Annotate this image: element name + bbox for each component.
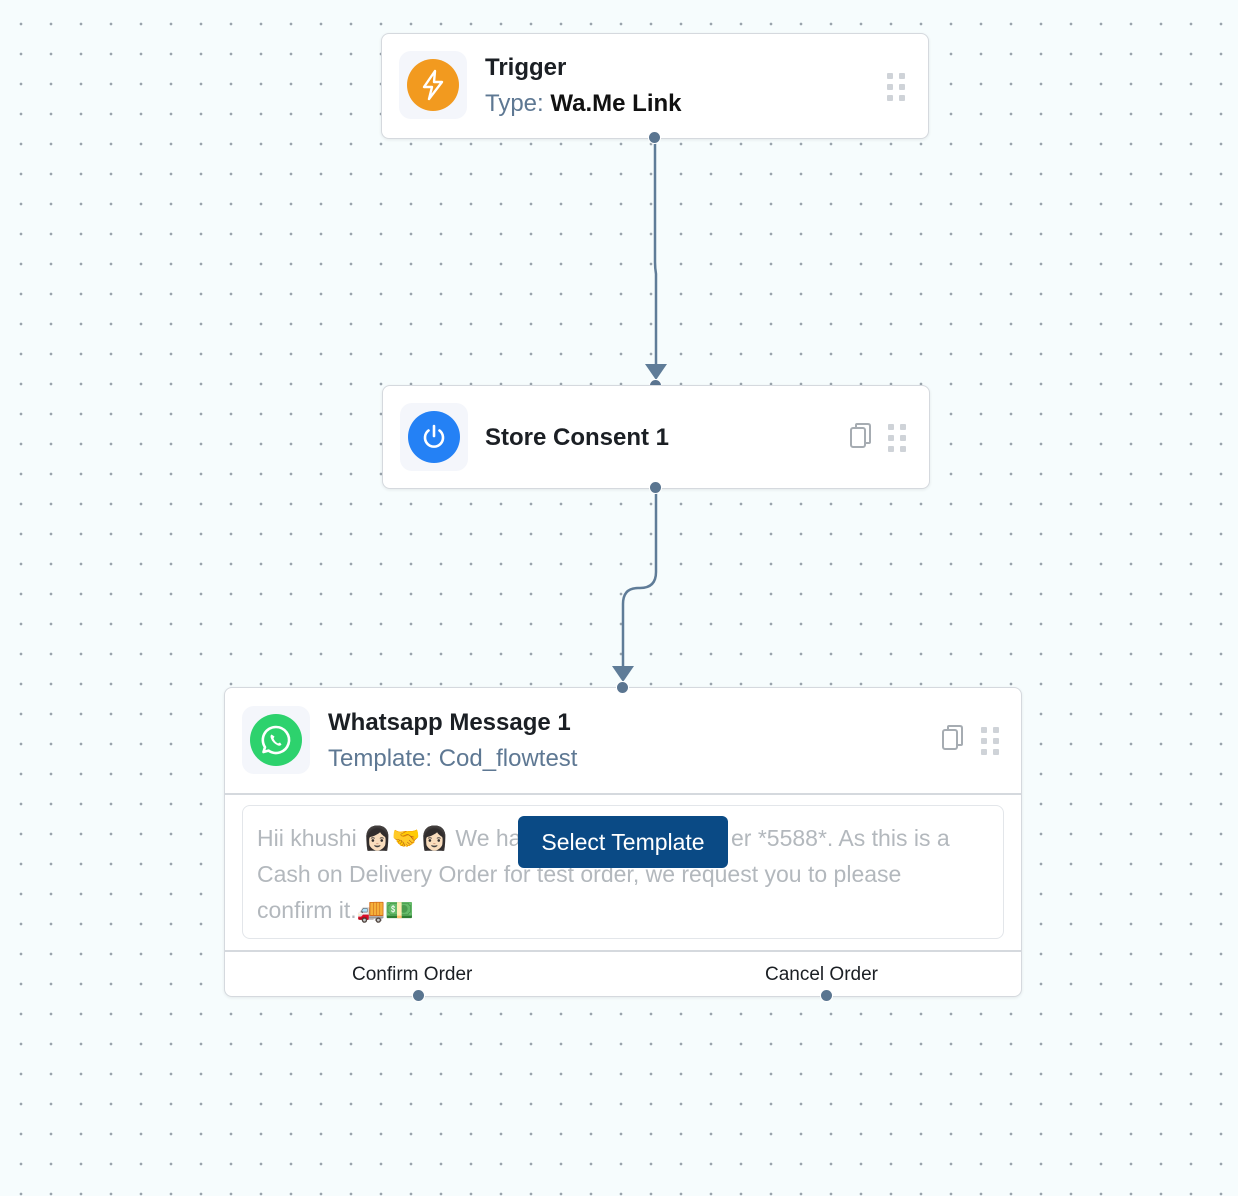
select-template-button[interactable]: Select Template: [518, 816, 728, 868]
whatsapp-title: Whatsapp Message 1: [328, 709, 571, 736]
drag-handle-icon[interactable]: [981, 727, 999, 755]
drag-handle-icon[interactable]: [887, 73, 905, 101]
buttons-divider: [225, 950, 1021, 952]
confirm-order-output-handle[interactable]: [412, 989, 425, 1002]
trigger-icon-tile: [399, 51, 467, 119]
cancel-order-button-label: Cancel Order: [765, 964, 878, 985]
lightning-icon: [407, 59, 459, 111]
copy-icon[interactable]: [941, 724, 965, 752]
edge-arrow-consent: [645, 364, 667, 380]
whatsapp-message-node[interactable]: Whatsapp Message 1 Template: Cod_flowtes…: [224, 687, 1022, 997]
message-line-1: Hii khushi 👩🏻‍🤝‍👩🏻 We have er *5588*. As…: [257, 820, 989, 856]
edge-consent-to-whatsapp: [621, 488, 658, 668]
message-line-1-end: er *5588*. As this is a: [731, 825, 950, 851]
trigger-type-key: Type:: [485, 90, 544, 117]
whatsapp-template-line: Template: Cod_flowtest: [328, 745, 578, 772]
trigger-output-handle[interactable]: [648, 131, 661, 144]
trigger-type-value: Wa.Me Link: [550, 90, 682, 117]
trigger-title: Trigger: [485, 54, 567, 81]
drag-handle-icon[interactable]: [888, 424, 906, 452]
trigger-node[interactable]: Trigger Type: Wa.Me Link: [381, 33, 929, 139]
consent-output-handle[interactable]: [649, 481, 662, 494]
consent-title: Store Consent 1: [485, 424, 670, 451]
whatsapp-icon-tile: [242, 706, 310, 774]
message-line-1-start: Hii khushi 👩🏻‍🤝‍👩🏻 We have: [257, 825, 546, 851]
consent-icon-tile: [400, 403, 468, 471]
edge-trigger-to-consent: [653, 138, 658, 368]
message-line-3: confirm it.🚚💵: [257, 897, 414, 923]
whatsapp-input-handle[interactable]: [616, 681, 629, 694]
trigger-type-line: Type: Wa.Me Link: [485, 90, 682, 118]
copy-icon[interactable]: [849, 422, 873, 450]
cancel-order-output-handle[interactable]: [820, 989, 833, 1002]
header-divider: [225, 793, 1021, 795]
power-icon: [408, 411, 460, 463]
store-consent-node[interactable]: Store Consent 1: [382, 385, 930, 489]
confirm-order-button-label: Confirm Order: [352, 964, 473, 985]
whatsapp-icon: [250, 714, 302, 766]
edge-arrow-whatsapp: [612, 666, 634, 682]
